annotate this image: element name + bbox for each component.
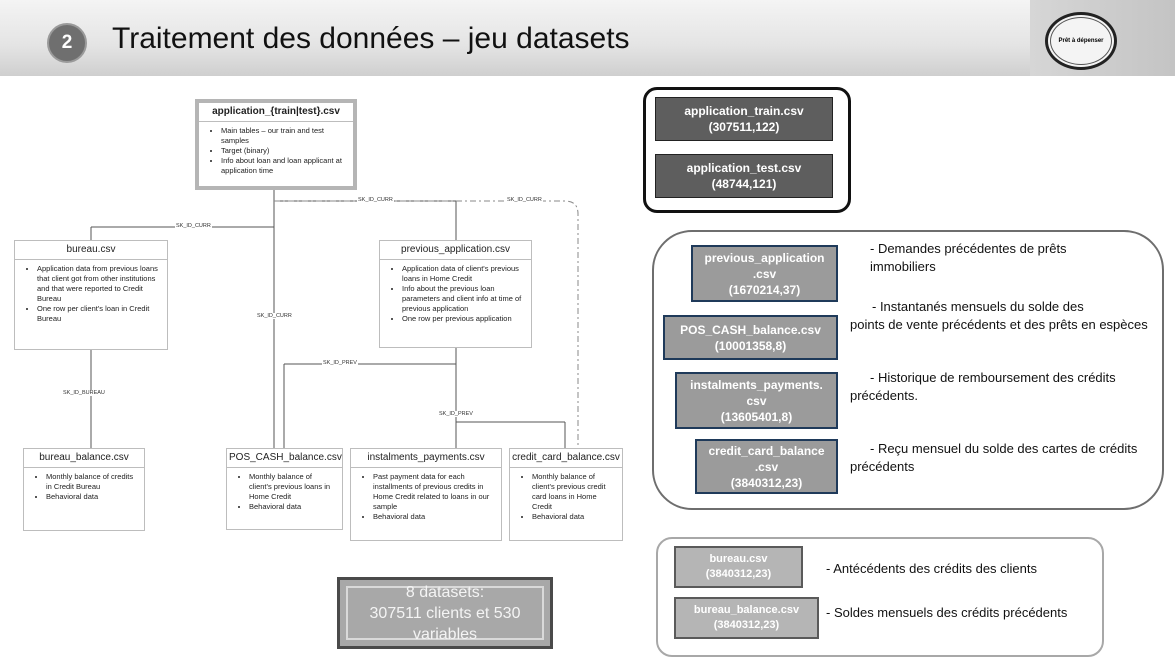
bullet: Main tables – our train and test samples [221, 126, 347, 146]
bullet: One row per previous application [402, 314, 525, 324]
dataset-shape: (307511,122) [708, 120, 780, 134]
bullet: Info about loan and loan applicant at ap… [221, 156, 347, 176]
dataset-name-line2: csv [746, 393, 767, 408]
dataset-name: bureau_balance.csv [693, 604, 800, 616]
desc-credit-card-balance: - Reçu mensuel du solde des cartes de cr… [850, 441, 1138, 474]
table-title: bureau.csv [15, 241, 167, 260]
desc-bureau-balance: - Soldes mensuels des crédits précédents [826, 605, 1068, 620]
dataset-shape: (10001358,8) [714, 338, 787, 353]
dataset-pos-cash-balance: POS_CASH_balance.csv (10001358,8) [663, 315, 838, 360]
dataset-shape: (48744,121) [711, 177, 777, 191]
bullet: Behavioral data [373, 512, 495, 522]
bullet: Behavioral data [532, 512, 616, 522]
dataset-shape: (13605401,8) [720, 409, 793, 424]
key-label-sk-id-curr: SK_ID_CURR [256, 313, 293, 319]
dataset-shape: (3840312,23) [705, 568, 772, 580]
bullet: Application data of client's previous lo… [402, 264, 525, 284]
dataset-instalments-payments: instalments_payments. csv (13605401,8) [675, 372, 838, 429]
dataset-application-train: application_train.csv (307511,122) [655, 97, 833, 141]
desc-lead: - Instantanés mensuels du solde des [872, 299, 1084, 314]
desc-instalments-payments: - Historique de remboursement des crédit… [850, 370, 1116, 403]
table-bureau: bureau.csv Application data from previou… [14, 240, 168, 350]
dataset-previous-application: previous_application .csv (1670214,37) [691, 245, 838, 302]
dataset-name-line1: instalments_payments. [690, 377, 823, 392]
section-number-badge: 2 [47, 23, 87, 63]
key-label-sk-id-curr: SK_ID_CURR [357, 197, 394, 203]
bullet: Info about the previous loan parameters … [402, 284, 525, 314]
group-home-credit-datasets [652, 230, 1164, 510]
key-label-sk-id-bureau: SK_ID_BUREAU [62, 390, 106, 396]
dataset-name: application_test.csv [686, 161, 802, 175]
table-application: application_{train|test}.csv Main tables… [195, 99, 357, 190]
logo-text: Prêt à dépenser [1050, 17, 1112, 65]
bullet: Behavioral data [249, 502, 336, 512]
bullet: Behavioral data [46, 492, 138, 502]
company-logo: Prêt à dépenser [1045, 12, 1117, 70]
slide-title: Traitement des données – jeu datasets [112, 22, 630, 55]
table-bullets: Application data of client's previous lo… [380, 264, 531, 324]
dataset-name: bureau.csv [709, 553, 768, 565]
key-label-sk-id-prev: SK_ID_PREV [438, 411, 474, 417]
key-label-sk-id-curr: SK_ID_CURR [506, 197, 543, 203]
table-bullets: Monthly balance of client's previous cre… [510, 472, 622, 522]
bullet: Monthly balance of credits in Credit Bur… [46, 472, 138, 492]
dataset-bureau: bureau.csv (3840312,23) [674, 546, 803, 588]
table-bullets: Application data from previous loans tha… [15, 264, 167, 324]
desc-previous-application: - Demandes précédentes de prêts immobili… [870, 241, 1067, 274]
table-bullets: Monthly balance of credits in Credit Bur… [24, 472, 144, 502]
table-bullets: Main tables – our train and test samples… [199, 126, 353, 176]
desc-bureau: - Antécédents des crédits des clients [826, 561, 1038, 576]
dataset-application-test: application_test.csv (48744,121) [655, 154, 833, 198]
dataset-name: POS_CASH_balance.csv [680, 322, 821, 337]
slide-header: 2 Traitement des données – jeu datasets … [0, 0, 1175, 76]
bullet: Past payment data for each installments … [373, 472, 495, 512]
dataset-credit-card-balance: credit_card_balance .csv (3840312,23) [695, 439, 838, 494]
key-label-sk-id-curr: SK_ID_CURR [175, 223, 212, 229]
group-bureau-datasets [656, 537, 1104, 657]
table-instalments-payments: instalments_payments.csv Past payment da… [350, 448, 502, 541]
desc-pos-cash-balance: - Instantanés mensuels du solde des poin… [850, 298, 1150, 334]
dataset-name-line1: previous_application [704, 250, 825, 265]
dataset-bureau-balance: bureau_balance.csv (3840312,23) [674, 597, 819, 639]
table-title: credit_card_balance.csv [510, 449, 622, 468]
table-bullets: Monthly balance of client's previous loa… [227, 472, 342, 512]
dataset-shape: (3840312,23) [730, 475, 803, 490]
dataset-name-line2: .csv [754, 459, 779, 474]
table-bullets: Past payment data for each installments … [351, 472, 501, 522]
summary-box: 8 datasets: 307511 clients et 530 variab… [337, 577, 553, 649]
dataset-name: application_train.csv [684, 104, 804, 118]
table-bureau-balance: bureau_balance.csv Monthly balance of cr… [23, 448, 145, 531]
bullet: Target (binary) [221, 146, 347, 156]
table-pos-cash-balance: POS_CASH_balance.csv Monthly balance of … [226, 448, 343, 530]
bullet: Application data from previous loans tha… [37, 264, 161, 304]
bullet: Monthly balance of client's previous cre… [532, 472, 616, 512]
dataset-name-line2: .csv [752, 266, 777, 281]
table-title: bureau_balance.csv [24, 449, 144, 468]
table-title: POS_CASH_balance.csv [227, 449, 342, 468]
bullet: One row per client's loan in Credit Bure… [37, 304, 161, 324]
table-title: application_{train|test}.csv [199, 103, 353, 122]
desc-body: points de vente précédents et des prêts … [850, 317, 1148, 332]
dataset-shape: (1670214,37) [728, 282, 801, 297]
dataset-shape: (3840312,23) [713, 619, 780, 631]
key-label-sk-id-prev: SK_ID_PREV [322, 360, 358, 366]
table-previous-application: previous_application.csv Application dat… [379, 240, 532, 348]
table-title: instalments_payments.csv [351, 449, 501, 468]
table-title: previous_application.csv [380, 241, 531, 260]
dataset-name-line1: credit_card_balance [708, 443, 825, 458]
bullet: Monthly balance of client's previous loa… [249, 472, 336, 502]
summary-text: 8 datasets: 307511 clients et 530 variab… [346, 584, 544, 643]
group-main-datasets [643, 87, 851, 213]
table-credit-card-balance: credit_card_balance.csv Monthly balance … [509, 448, 623, 541]
